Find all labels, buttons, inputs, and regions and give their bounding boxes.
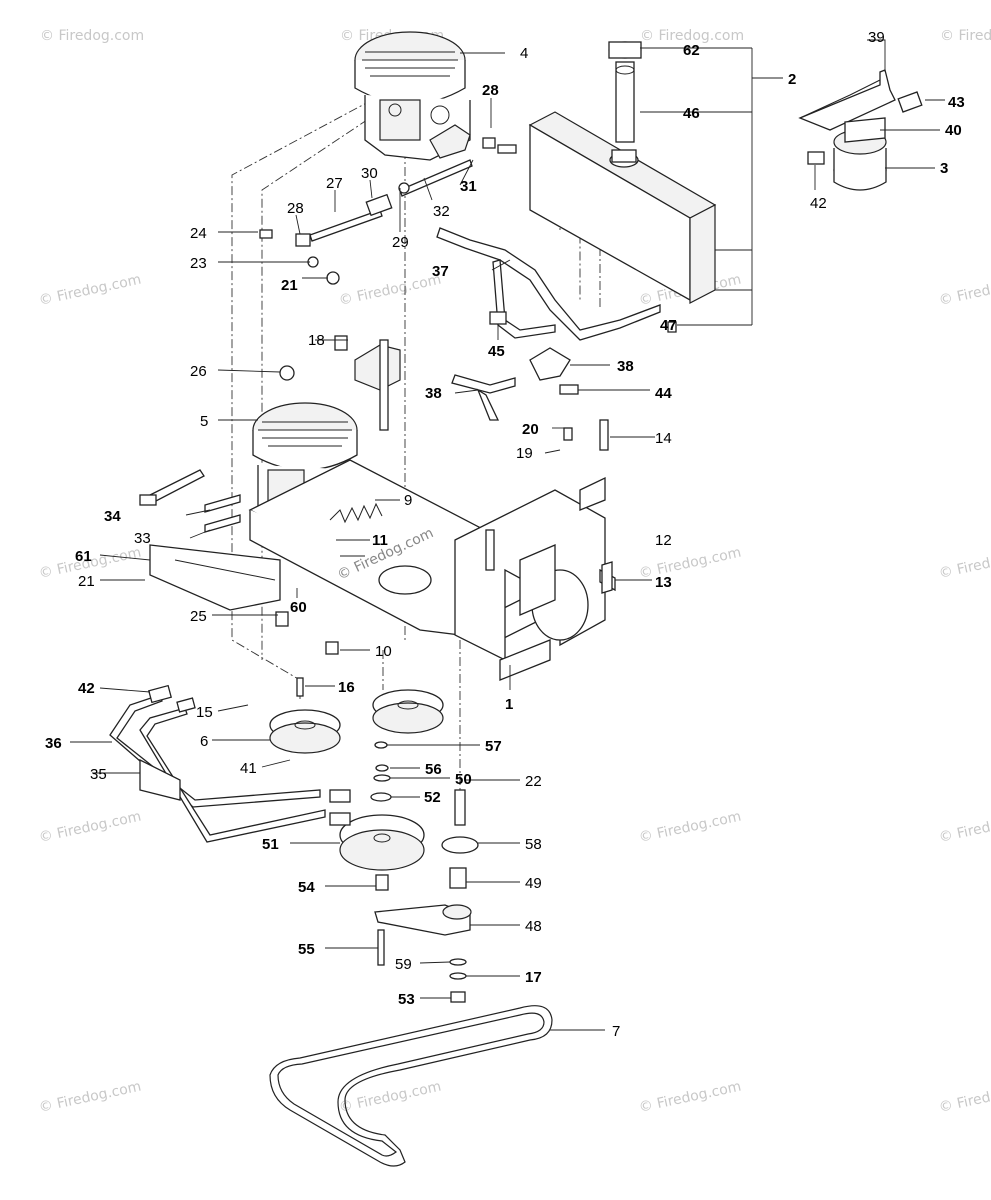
- watermark: © Firedog.com: [940, 28, 991, 44]
- watermark: © Firedog.com: [338, 1079, 443, 1116]
- callout-4: 4: [520, 45, 528, 62]
- callout-33: 33: [134, 530, 151, 547]
- hydraulic-tank: [528, 111, 717, 333]
- callout-28-top: 28: [482, 82, 499, 99]
- callout-12: 12: [655, 532, 672, 549]
- filler-tube: [608, 41, 642, 143]
- callout-32: 32: [433, 203, 450, 220]
- callout-58: 58: [525, 836, 542, 853]
- callout-39: 39: [868, 29, 885, 46]
- callout-35: 35: [90, 766, 107, 783]
- callout-59: 59: [395, 956, 412, 973]
- pulleys: [269, 689, 444, 871]
- drive-belt: [269, 1005, 553, 1167]
- callout-31: 31: [460, 178, 477, 195]
- filter-assembly: [798, 69, 923, 191]
- callout-6: 6: [200, 733, 208, 750]
- callout-34: 34: [104, 508, 121, 525]
- watermark: © Firedog.com: [638, 545, 743, 582]
- callout-44: 44: [655, 385, 672, 402]
- callout-57: 57: [485, 738, 502, 755]
- callout-15: 15: [196, 704, 213, 721]
- deflector-plate: [149, 544, 281, 611]
- right-bracket: [485, 529, 613, 616]
- callout-42-bottom: 42: [78, 680, 95, 697]
- watermark: © Firedog.com: [38, 1079, 143, 1116]
- callout-22: 22: [525, 773, 542, 790]
- callout-24: 24: [190, 225, 207, 242]
- callout-51: 51: [262, 836, 279, 853]
- callout-30: 30: [361, 165, 378, 182]
- callout-60: 60: [290, 599, 307, 616]
- callout-55: 55: [298, 941, 315, 958]
- watermark: © Firedog.com: [938, 809, 991, 846]
- callout-56: 56: [425, 761, 442, 778]
- callout-38-left: 38: [425, 385, 442, 402]
- watermark: © Firedog.com: [38, 809, 143, 846]
- leader-lines: [70, 39, 945, 1031]
- hose-assembly: [436, 227, 661, 421]
- callout-48: 48: [525, 918, 542, 935]
- callout-7: 7: [612, 1023, 620, 1040]
- callout-52: 52: [424, 789, 441, 806]
- watermark: © Firedog.com: [38, 272, 143, 309]
- callout-labels: 4 62 2 39 43 46 40 3 42 28 31 32 29 30 2…: [45, 29, 965, 1040]
- callout-23: 23: [190, 255, 207, 272]
- watermark: © Firedog.com: [938, 545, 991, 582]
- hydro-unit-upper: [354, 31, 471, 161]
- callout-41: 41: [240, 760, 257, 777]
- watermark: © Firedog.com: [638, 809, 743, 846]
- callout-29: 29: [392, 234, 409, 251]
- watermark: © Firedog.com: [938, 1079, 991, 1116]
- callout-61: 61: [75, 548, 92, 565]
- callout-20: 20: [522, 421, 539, 438]
- callout-10: 10: [375, 643, 392, 660]
- callout-28-mid: 28: [287, 200, 304, 217]
- watermark: © Firedog.com: [638, 1079, 743, 1116]
- callout-9: 9: [404, 492, 412, 509]
- watermark: © Firedog.com: [640, 28, 744, 44]
- callout-19: 19: [516, 445, 533, 462]
- callout-1: 1: [505, 696, 513, 713]
- callout-49: 49: [525, 875, 542, 892]
- callout-37: 37: [432, 263, 449, 280]
- callout-3: 3: [940, 160, 948, 177]
- callout-38-right: 38: [617, 358, 634, 375]
- callout-16: 16: [338, 679, 355, 696]
- spring-and-rods: [139, 469, 383, 533]
- callout-26: 26: [190, 363, 207, 380]
- callout-46: 46: [683, 105, 700, 122]
- watermark: © Firedog.com: [338, 272, 443, 309]
- callout-53: 53: [398, 991, 415, 1008]
- callout-62: 62: [683, 42, 700, 59]
- callout-17: 17: [525, 969, 542, 986]
- callout-54: 54: [298, 879, 315, 896]
- callout-21-mid: 21: [78, 573, 95, 590]
- callout-40: 40: [945, 122, 962, 139]
- callout-21-top: 21: [281, 277, 298, 294]
- watermark: © Firedog.com: [938, 272, 991, 309]
- callout-18: 18: [308, 332, 325, 349]
- callout-11: 11: [372, 532, 388, 549]
- callout-43: 43: [948, 94, 965, 111]
- callout-25: 25: [190, 608, 207, 625]
- callout-14: 14: [655, 430, 672, 447]
- watermark: © Firedog.com: [40, 28, 144, 44]
- callout-5: 5: [200, 413, 208, 430]
- callout-42-top: 42: [810, 195, 827, 212]
- callout-27: 27: [326, 175, 343, 192]
- linkage: [259, 137, 609, 697]
- callout-36: 36: [45, 735, 62, 752]
- callout-50: 50: [455, 771, 472, 788]
- callout-13: 13: [655, 574, 672, 591]
- hydraulic-lines: [109, 684, 351, 843]
- callout-2: 2: [788, 71, 796, 88]
- callout-45: 45: [488, 343, 505, 360]
- callout-47: 47: [660, 317, 677, 334]
